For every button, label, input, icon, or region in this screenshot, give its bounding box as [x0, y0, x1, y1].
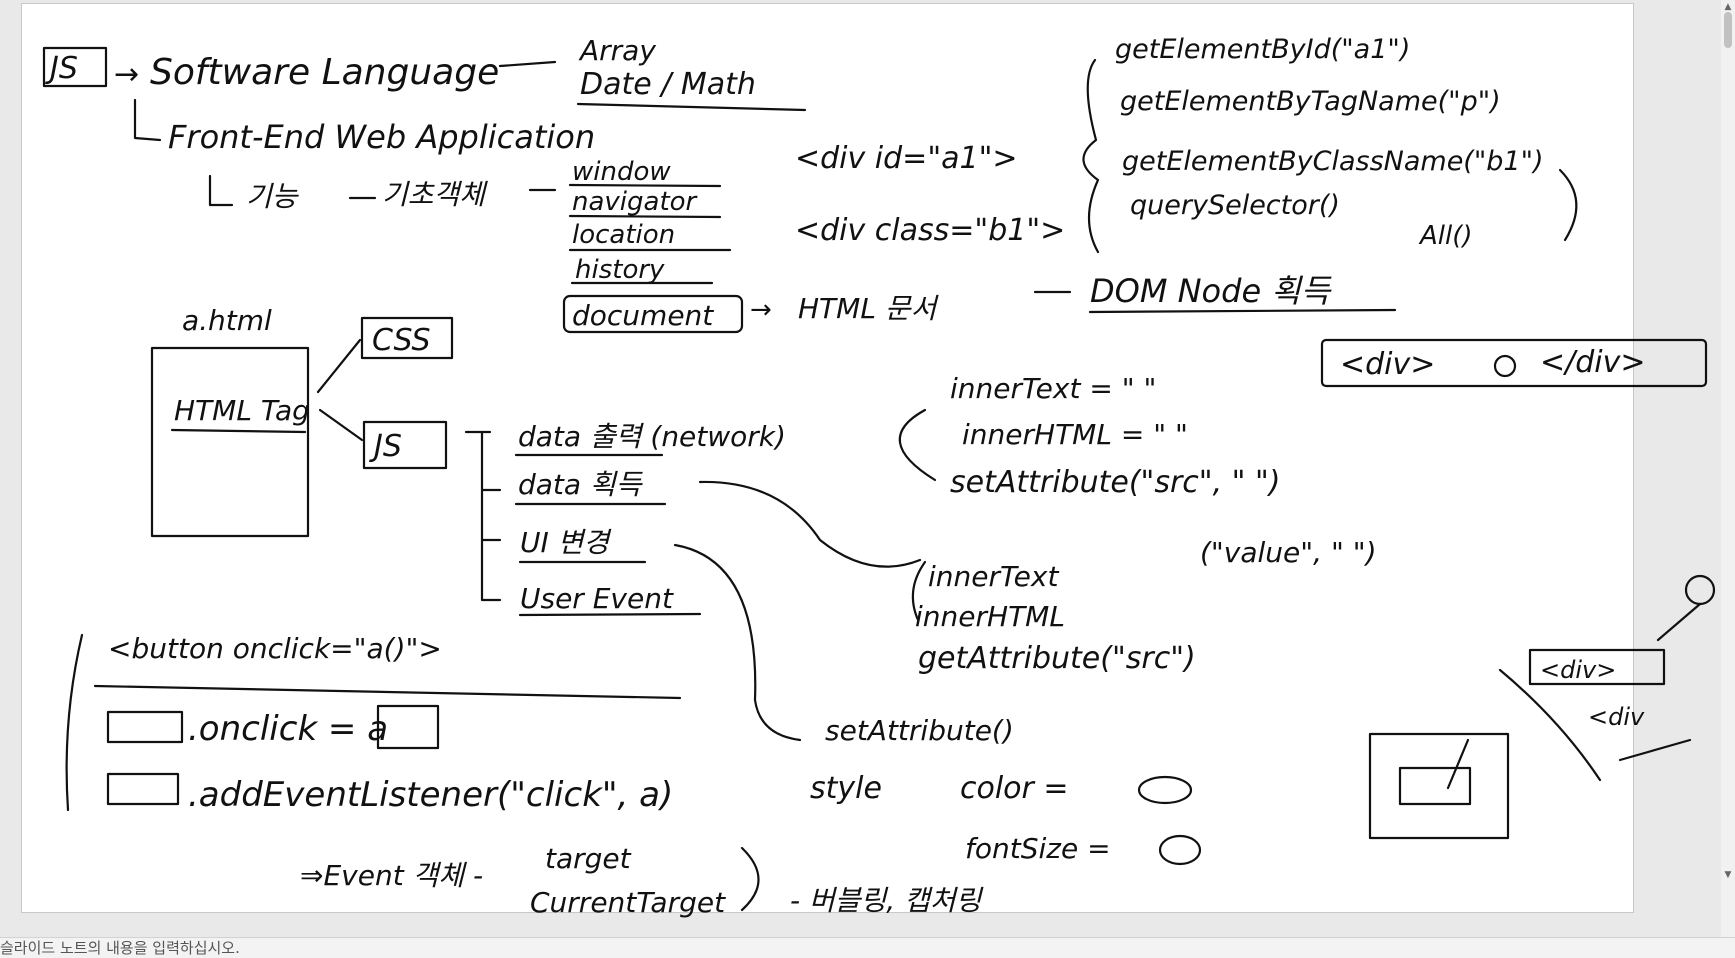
ink-div-id: <div id="a1"> [795, 141, 1018, 176]
ink-user-event: User Event [520, 582, 674, 615]
arrow-line [316, 338, 362, 394]
slide-notes-placeholder: 슬라이드 노트의 내용을 입력하십시오. [0, 939, 240, 957]
ink-array: Array [578, 34, 656, 67]
slide-notes-field[interactable]: 슬라이드 노트의 내용을 입력하십시오. [0, 937, 1735, 958]
underlines [568, 183, 732, 285]
ink-current-target: CurrentTarget [530, 886, 726, 919]
sketch-box [1368, 732, 1510, 840]
ink-get-by-class: getElementByClassName("b1") [1122, 146, 1544, 177]
vertical-scrollbar[interactable]: ▲ ▼ [1721, 0, 1735, 958]
arrow-line [318, 408, 364, 442]
sketch-div-box [1528, 648, 1666, 686]
branch-arrow [208, 174, 234, 207]
ink-inner-text2: innerText [928, 560, 1059, 593]
ink-front-end: Front-End Web Application [168, 118, 595, 156]
arrow: → [114, 57, 139, 92]
ink-a-html: a.html [182, 304, 272, 337]
ink-date-math: Date / Math [580, 67, 756, 102]
circle-mark [1493, 354, 1517, 378]
underlines [514, 453, 702, 617]
ink-gicho-gaekche: 기초객체 [382, 178, 488, 211]
ink-inner-html2: innerHTML [915, 600, 1065, 633]
ink-query-selector: querySelector() [1130, 190, 1340, 221]
ink-div-tag: <div> [1340, 347, 1435, 382]
value-circle-2 [1158, 834, 1202, 866]
value-circle [1137, 775, 1193, 805]
a-box [376, 704, 440, 750]
arrow-line [898, 408, 937, 482]
ink-onclick-a: .onclick = a [188, 709, 388, 749]
ink-ui-change: UI 변경 [520, 526, 612, 559]
ink-color: color = [960, 771, 1069, 806]
ink-get-by-tag: getElementByTagName("p") [1120, 86, 1501, 117]
ink-set-attribute: setAttribute() [825, 714, 1014, 747]
arrow: → [750, 295, 772, 325]
ink-location: location [572, 220, 675, 250]
a-html-box [150, 346, 310, 538]
sketch-line [1446, 738, 1470, 790]
element-box-2 [106, 772, 180, 806]
ink-bubbling: - 버블링, 캡처링 [790, 884, 984, 917]
ink-data-get: data 획득 [518, 468, 644, 501]
ink-button-onclick: <button onclick="a()"> [108, 632, 442, 665]
ink-set-attr-value: ("value", " ") [1200, 536, 1377, 569]
dash [498, 60, 557, 68]
ink-div-class: <div class="b1"> [795, 213, 1065, 248]
ink-navigator: navigator [572, 187, 699, 217]
underline [1088, 308, 1397, 314]
document-box [562, 294, 744, 334]
underline [93, 684, 682, 700]
ink-inner-html-eq: innerHTML = " " [962, 418, 1188, 451]
ink-target: target [545, 842, 632, 875]
ink-js: JS [45, 51, 78, 86]
ink-html-munseo: HTML 문서 [798, 292, 940, 325]
js-box [42, 46, 108, 88]
ink-style: style [810, 771, 882, 806]
ink-software-language: Software Language [150, 52, 499, 93]
ink-add-listener: .addEventListener("click", a) [188, 775, 673, 815]
brace [1082, 58, 1100, 254]
underline [576, 102, 807, 112]
tree-branches [464, 430, 502, 602]
sketch-circle [1684, 574, 1716, 606]
ink-set-attr-src: setAttribute("src", " ") [950, 465, 1281, 500]
ink-font-size: fontSize = [965, 832, 1111, 865]
ink-div-close: </div> [1540, 345, 1646, 380]
ink-inner-text-eq: innerText = " " [950, 372, 1156, 405]
sketch-lines [1498, 602, 1702, 782]
brace [911, 560, 927, 622]
ink-div-small2: <div [1588, 703, 1645, 731]
scroll-down-icon[interactable]: ▼ [1724, 870, 1732, 880]
ink-div-small: <div> [1540, 656, 1616, 684]
sketch-inner-box [1398, 766, 1472, 806]
bracket [740, 846, 760, 912]
ink-all: All() [1418, 221, 1473, 251]
ink-history: history [575, 255, 665, 285]
branch-arrow [133, 98, 162, 142]
ink-data-output: data 출력 (network) [518, 420, 786, 453]
scroll-up-icon[interactable]: ▲ [1724, 2, 1732, 12]
ink-css: CSS [372, 323, 431, 358]
connector [698, 480, 922, 568]
ink-get-attribute: getAttribute("src") [918, 641, 1196, 676]
underline [170, 428, 307, 434]
ink-gineung: 기능 [246, 180, 300, 213]
slide-canvas [21, 3, 1634, 913]
brace [1558, 168, 1578, 242]
css-box [360, 316, 454, 360]
scroll-thumb[interactable] [1724, 12, 1732, 48]
ink-get-by-id: getElementById("a1") [1115, 34, 1410, 65]
ink-window: window [572, 157, 671, 187]
ink-document: document [572, 299, 714, 332]
ink-event-gaekche: ⇒Event 객체 - [300, 859, 483, 892]
div-snippet-box [1320, 338, 1708, 388]
bracket [65, 633, 84, 812]
ink-html-tag: HTML Tag [174, 394, 310, 427]
connector [673, 543, 802, 742]
ink-dom-node: DOM Node 획득 [1090, 272, 1332, 310]
element-box [106, 710, 184, 744]
js-box-2 [362, 420, 448, 470]
ink-js-2: JS [369, 429, 402, 464]
